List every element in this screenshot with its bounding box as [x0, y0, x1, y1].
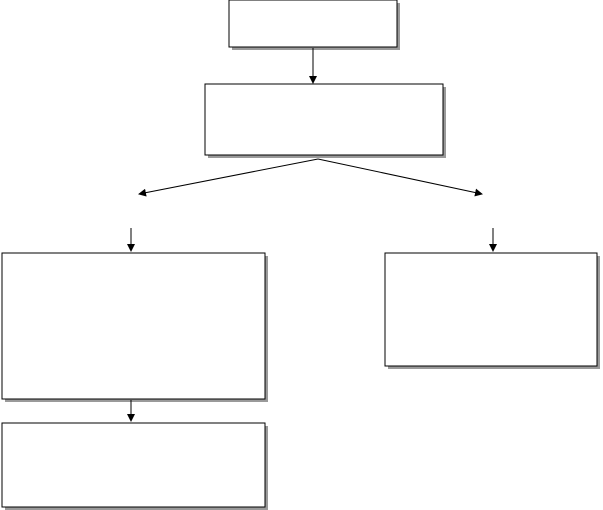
connector-branch-right [317, 158, 483, 197]
top-box [228, 0, 400, 50]
bottom-left-box-frame [1, 422, 266, 508]
bottom-left-box [1, 422, 268, 510]
left-large-box [1, 252, 268, 402]
second-box [204, 83, 446, 158]
top-box-frame [228, 0, 398, 48]
connector-branch-left [138, 158, 319, 197]
right-box-frame [384, 252, 598, 367]
right-box [384, 252, 600, 369]
second-box-frame [204, 83, 444, 156]
left-large-box-frame [1, 252, 266, 400]
